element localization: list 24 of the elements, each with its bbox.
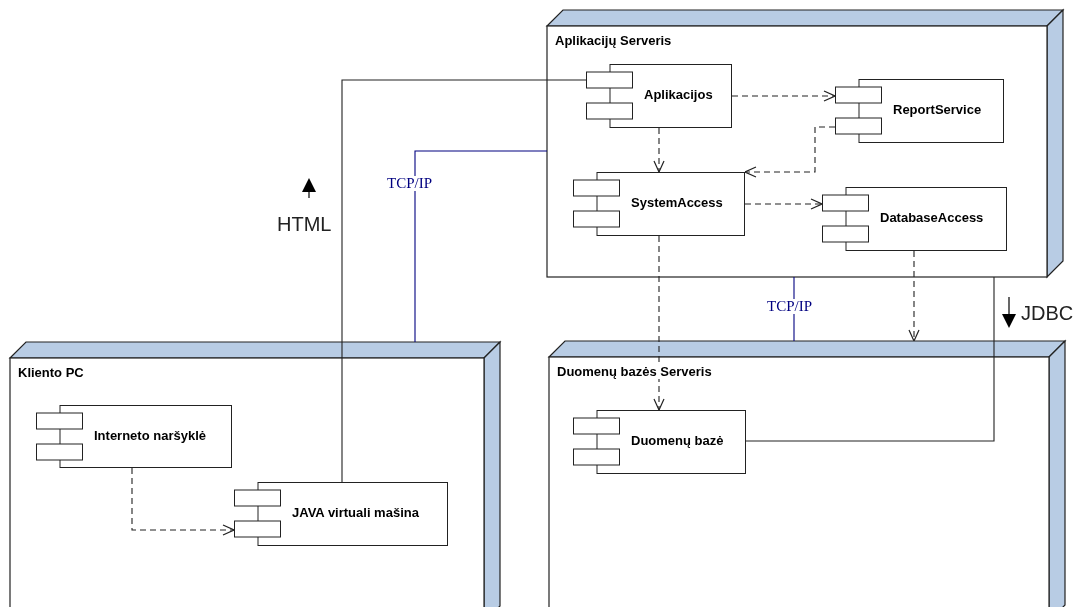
- edge-label: TCP/IP: [387, 176, 432, 191]
- component-label: ReportService: [893, 102, 982, 117]
- dependency-arrow: [653, 235, 665, 411]
- dependency-arrow: [131, 467, 235, 536]
- dependency-arrow: [653, 127, 665, 173]
- node-title: Kliento PC: [18, 365, 84, 380]
- dependency-arrow: [744, 198, 823, 210]
- edge-label: TCP/IP: [767, 299, 812, 314]
- component-label: DatabaseAccess: [880, 210, 984, 225]
- dependency-arrow: [744, 126, 836, 178]
- edge-label: HTML: [277, 214, 332, 234]
- component-label: SystemAccess: [631, 195, 723, 210]
- component-label: JAVA virtuali mašina: [292, 505, 419, 520]
- component-label: Interneto naršyklė: [94, 427, 206, 443]
- dependency-arrow: [908, 250, 920, 342]
- dependency-arrow: [731, 90, 836, 102]
- connection-line: [745, 276, 995, 442]
- node-title: Aplikacijų Serveris: [555, 33, 672, 48]
- node-title: Duomenų bazės Serveris: [557, 364, 712, 379]
- component-label: Aplikacijos: [644, 87, 713, 102]
- edge-label: JDBC: [1021, 303, 1074, 323]
- connection-line: [341, 79, 587, 483]
- connection-line: [414, 150, 548, 343]
- component-label: Duomenų bazė: [631, 433, 724, 448]
